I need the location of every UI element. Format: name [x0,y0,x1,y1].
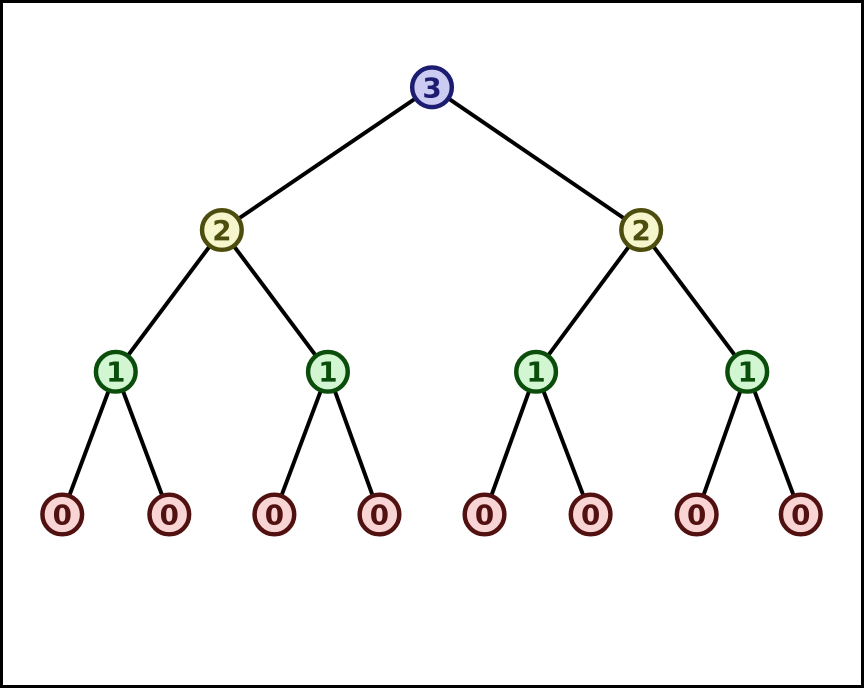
tree-node-circle [40,492,85,537]
tree-node-circle [252,492,297,537]
tree-node-circle [305,349,350,394]
tree-edge-root-R [430,85,643,232]
tree-node-circle [199,207,244,253]
tree-edge-R-RL [534,228,643,373]
tree-edge-RR-RRL [694,371,750,516]
tree-node-LLL: 0 [40,492,85,537]
tree-node-circle [462,492,507,537]
tree-node-label: 2 [212,214,231,247]
tree-node-label: 2 [632,214,651,247]
tree-node-label: 0 [370,498,389,531]
tree-node-L: 2 [199,207,244,253]
tree-node-LLR: 0 [147,492,192,537]
tree-edge-LR-LRR [326,371,382,516]
tree-node-RLL: 0 [462,492,507,537]
tree-node-circle [93,349,138,394]
tree-node-label: 1 [318,356,337,389]
tree-edges-layer [60,85,803,516]
tree-node-label: 0 [265,498,284,531]
tree-node-label: 0 [687,498,706,531]
tree-node-label: 1 [106,356,125,389]
tree-node-circle [674,492,719,537]
tree-node-label: 0 [581,498,600,531]
tree-node-LRR: 0 [357,492,402,537]
tree-node-label: 0 [475,498,494,531]
tree-node-RRR: 0 [778,492,823,537]
tree-node-label: 1 [738,356,757,389]
tree-nodes-layer: 3 2 2 1 1 1 1 0 0 0 0 0 0 0 0 [40,65,823,537]
tree-edge-L-LR [220,228,330,373]
tree-edge-LL-LLL [60,371,118,516]
tree-node-RLR: 0 [568,492,613,537]
tree-node-LRL: 0 [252,492,297,537]
tree-node-LL: 1 [93,349,138,394]
tree-node-circle [147,492,192,537]
tree-edge-RR-RRR [745,371,803,516]
tree-node-circle [409,65,455,110]
tree-node-R: 2 [619,207,664,253]
binary-tree-svg: 3 2 2 1 1 1 1 0 0 0 0 0 0 0 0 [40,65,823,537]
tree-node-label: 1 [526,356,545,389]
tree-node-label: 0 [791,498,810,531]
tree-node-circle [778,492,823,537]
tree-edge-RL-RLL [482,371,538,516]
tree-edge-R-RR [639,228,749,373]
tree-node-root: 3 [409,65,455,110]
tree-edge-LR-LRL [272,371,330,516]
tree-node-RR: 1 [725,349,770,394]
tree-node-LR: 1 [305,349,350,394]
tree-edge-RL-RLR [534,371,593,516]
tree-node-RL: 1 [514,349,559,394]
tree-node-circle [619,207,664,253]
tree-node-label: 3 [422,71,441,104]
tree-node-circle [357,492,402,537]
tree-node-label: 0 [160,498,179,531]
tree-node-RRL: 0 [674,492,719,537]
tree-node-label: 0 [53,498,72,531]
tree-node-circle [568,492,613,537]
tree-edge-root-L [220,85,434,232]
tree-edge-L-LL [114,228,224,373]
tree-node-circle [514,349,559,394]
tree-node-circle [725,349,770,394]
tree-edge-LL-LLR [113,371,172,516]
